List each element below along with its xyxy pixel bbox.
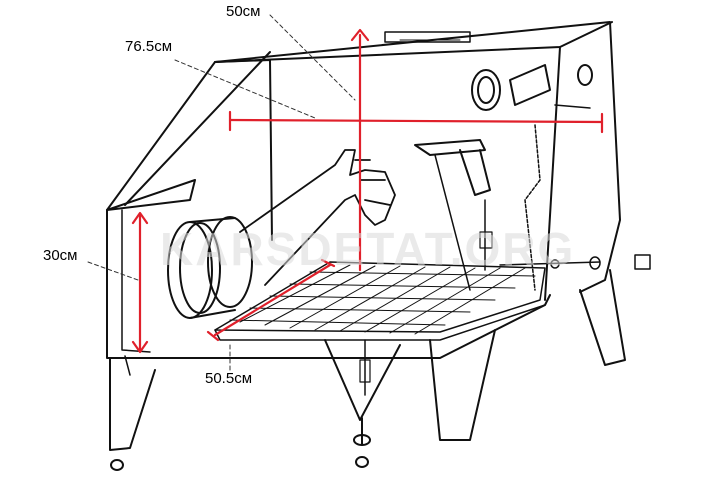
top-window [384,31,471,43]
light-fixture [471,64,593,111]
leader-lines [87,14,356,371]
watermark: KARSDETAT.ORG [160,223,576,275]
spray-gun [414,139,493,291]
glove [239,149,396,286]
cabinet-body [106,21,621,359]
glove-port [167,216,253,319]
depth-label: 50.5см [205,370,253,387]
foot-left [110,459,124,471]
leg-front-right [429,329,496,441]
width-label: 76.5см [125,38,173,55]
width-dimension [228,118,604,124]
drain-fitting [353,434,371,446]
height-label: 30см [43,247,78,264]
hopper [324,339,401,468]
leg-front-left [109,357,156,451]
top-depth-label: 50см [226,3,261,20]
legs [109,269,626,471]
leg-back-right [579,269,626,366]
drain-nut [355,456,369,468]
fittings [499,124,651,291]
dimension-lines [131,28,604,354]
valve [359,359,371,383]
grate [214,261,546,341]
depth-dimension [213,263,332,337]
